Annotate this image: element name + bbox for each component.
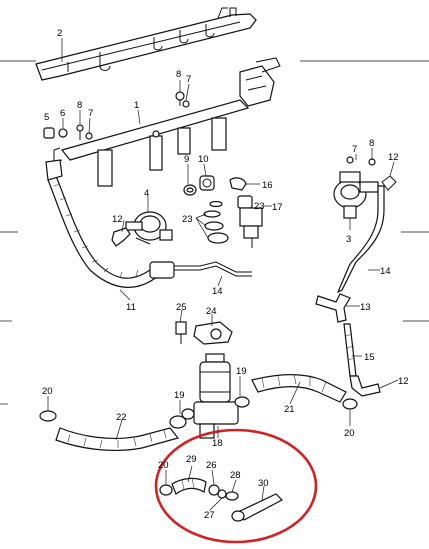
callout-3: 3 [346,234,351,245]
callout-7: 7 [88,108,93,119]
callout-23: 23 [254,201,265,212]
items-9-10-16 [183,175,247,196]
callout-12: 12 [388,152,399,163]
callout-19: 19 [236,366,247,377]
callout-14: 14 [380,266,391,277]
callout-6: 6 [60,108,65,119]
callout-17: 17 [272,202,283,213]
callout-20: 20 [42,386,53,397]
callout-12: 12 [398,376,409,387]
callout-20: 20 [158,460,169,471]
callout-18: 18 [212,438,223,449]
callout-25: 25 [176,302,187,313]
callout-20: 20 [344,428,355,439]
callout-28: 28 [230,470,241,481]
callout-16: 16 [262,180,273,191]
callout-27: 27 [204,510,215,521]
part-4-pressure-regulator [125,211,173,245]
hose-14-right [336,175,397,294]
callout-8: 8 [77,100,82,111]
callout-15: 15 [364,352,375,363]
part-12-elbow-lower-right [349,375,381,397]
callout-labels: 2 8 7 1 5 6 8 7 9 10 16 4 12 23 23 17 8 … [42,28,409,521]
callout-24: 24 [206,306,217,317]
callout-14: 14 [212,286,223,297]
frame-lines [0,60,429,405]
part-12-elbow-left [111,227,131,247]
part-1-fuel-rail [53,57,281,187]
part-3-regulator-right [333,156,379,219]
callout-10: 10 [198,154,209,165]
hose-22-left [39,408,195,452]
callout-29: 29 [186,454,197,465]
callout-7: 7 [186,74,191,85]
callout-11: 11 [126,302,136,313]
part-24-25-bracket [175,321,233,345]
callout-2: 2 [57,28,62,39]
callout-8: 8 [369,138,374,149]
callout-22: 22 [116,412,127,423]
part-18-fuel-pump [193,353,239,439]
part-2-rail-cover [35,7,257,81]
part-13-t-piece [315,293,351,323]
callout-8: 8 [176,69,181,80]
callout-23: 23 [182,214,193,225]
hose-21-right [234,373,358,410]
callout-9: 9 [184,154,189,165]
callout-1: 1 [134,100,139,111]
callout-4: 4 [144,188,149,199]
line-15 [343,323,357,377]
leader-lines [47,38,399,511]
highlighted-parts-group [154,428,318,544]
callout-5: 5 [44,112,49,123]
callout-26: 26 [206,460,217,471]
callout-30: 30 [258,478,269,489]
callout-7: 7 [352,144,357,155]
callout-12: 12 [112,214,123,225]
fastener-group-upper-left [43,91,190,140]
hose-11-long [45,159,175,288]
line-14-left [174,261,252,277]
callout-19: 19 [174,390,185,401]
highlight-ellipse [154,428,318,544]
callout-21: 21 [284,404,295,415]
part-17-injector [203,195,263,248]
callout-13: 13 [360,302,371,313]
